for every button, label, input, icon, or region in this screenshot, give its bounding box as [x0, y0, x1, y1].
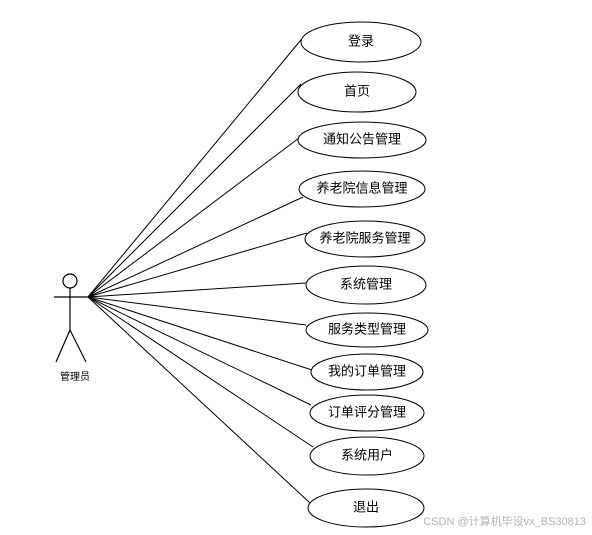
use-case-my-orders-management: 我的订单管理: [310, 353, 424, 391]
association-line: [87, 83, 302, 298]
use-case-ellipse: [309, 436, 425, 476]
actor-head: [62, 273, 78, 289]
use-case-ellipse: [304, 220, 426, 258]
association-line: [87, 296, 307, 326]
use-case-ellipse: [307, 488, 425, 528]
use-case-label: 养老院信息管理: [316, 181, 407, 197]
use-case-nursing-home-info-management: 养老院信息管理: [298, 170, 426, 208]
use-case-label: 退出: [353, 501, 379, 516]
use-case-ellipse: [300, 21, 422, 63]
use-case-label: 系统用户: [341, 448, 393, 464]
use-case-label: 登录: [348, 35, 374, 50]
association-line: [87, 282, 307, 298]
association-line: [87, 296, 311, 504]
association-line: [87, 296, 312, 406]
association-line: [87, 296, 313, 371]
use-case-label: 首页: [344, 85, 370, 100]
use-case-label: 订单评分管理: [328, 406, 406, 421]
use-case-ellipse: [297, 71, 417, 113]
use-case-label: 我的订单管理: [328, 364, 406, 380]
association-line: [87, 196, 304, 298]
use-case-ellipse: [305, 265, 427, 305]
use-case-home: 首页: [297, 71, 417, 113]
use-case-service-type-management: 服务类型管理: [305, 312, 429, 348]
actor-right-leg: [69, 329, 87, 363]
association-lines: [87, 34, 314, 504]
association-line: [87, 134, 304, 298]
use-case-notice-management: 通知公告管理: [297, 121, 427, 159]
actor: [54, 273, 88, 363]
use-case-label: 通知公告管理: [323, 132, 401, 148]
actor-label: 管理员: [60, 370, 90, 383]
use-case-system-users: 系统用户: [309, 436, 425, 476]
use-case-ellipse: [297, 121, 427, 159]
use-case-ellipse: [309, 394, 425, 432]
use-cases: 登录 首页 通知公告管理 养老院信息管理 养老院服务管理 系统管理 服务类型管理: [297, 21, 429, 528]
use-case-ellipse: [310, 353, 424, 391]
association-line: [87, 232, 308, 298]
use-case-system-management: 系统管理: [305, 265, 427, 305]
use-case-label: 服务类型管理: [328, 322, 406, 338]
use-case-label: 系统管理: [340, 278, 392, 293]
use-case-label: 养老院服务管理: [319, 231, 410, 247]
use-case-login: 登录: [300, 21, 422, 63]
use-case-order-rating-management: 订单评分管理: [309, 394, 425, 432]
use-case-logout: 退出: [307, 488, 425, 528]
use-case-ellipse: [305, 312, 429, 348]
association-line: [87, 34, 306, 298]
use-case-ellipse: [298, 170, 426, 208]
association-line: [87, 296, 314, 448]
actor-left-leg: [55, 329, 71, 363]
use-case-nursing-home-service-management: 养老院服务管理: [304, 220, 426, 258]
watermark: CSDN @计算机毕设vx_BS30813: [423, 516, 586, 528]
